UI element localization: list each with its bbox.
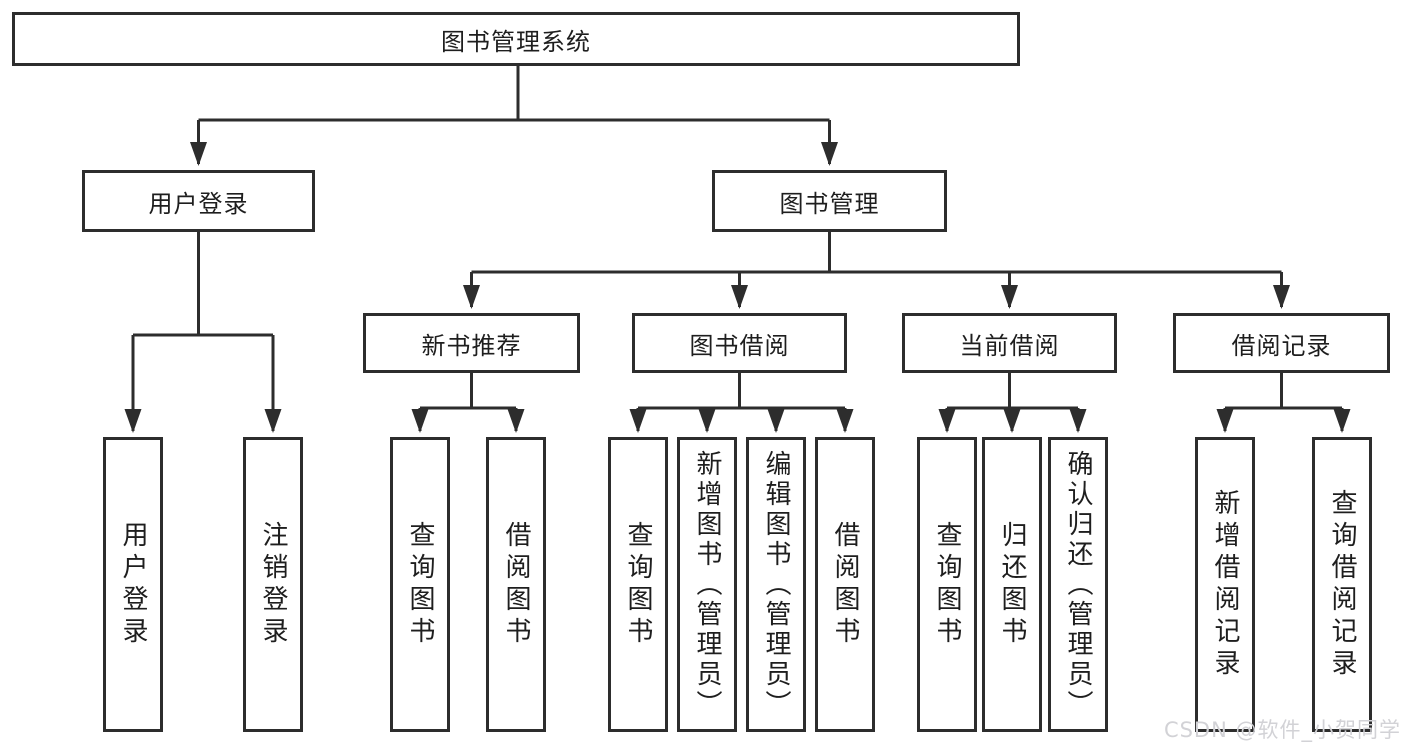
leaf-confirm-return-admin-label: 确认归还（管理员）	[1063, 449, 1093, 720]
node-root-library-management-system: 图书管理系统	[12, 12, 1020, 66]
leaf-edit-books-admin-label: 编辑图书（管理员）	[761, 449, 791, 720]
leaf-logout: 注销登录	[243, 437, 303, 732]
leaf-query-borrow-record-label: 查询借阅记录	[1327, 488, 1357, 681]
node-current-borrowing-label: 当前借阅	[959, 331, 1060, 360]
node-book-borrowing: 图书借阅	[632, 313, 847, 373]
leaf-borrow-books-label: 借阅图书	[830, 520, 860, 649]
leaf-user-login: 用户登录	[103, 437, 163, 732]
leaf-borrow-books-recommend: 借阅图书	[486, 437, 546, 732]
leaf-query-books-borrowing-label: 查询图书	[623, 520, 653, 649]
leaf-query-books-borrowing: 查询图书	[608, 437, 668, 732]
node-borrowing-records: 借阅记录	[1173, 313, 1390, 373]
leaf-query-books-recommend-label: 查询图书	[405, 520, 435, 649]
leaf-user-login-label: 用户登录	[118, 520, 148, 649]
leaf-logout-label: 注销登录	[258, 520, 288, 649]
node-new-book-recommend: 新书推荐	[363, 313, 580, 373]
leaf-query-books-current: 查询图书	[917, 437, 977, 732]
node-current-borrowing: 当前借阅	[902, 313, 1117, 373]
node-user-login-branch: 用户登录	[82, 170, 315, 232]
leaf-add-borrow-record-label: 新增借阅记录	[1210, 488, 1240, 681]
leaf-borrow-books-recommend-label: 借阅图书	[501, 520, 531, 649]
leaf-borrow-books: 借阅图书	[815, 437, 875, 732]
node-root-label: 图书管理系统	[441, 27, 591, 56]
leaf-add-books-admin: 新增图书（管理员）	[677, 437, 737, 732]
node-user-login-branch-label: 用户登录	[148, 189, 249, 218]
leaf-add-borrow-record: 新增借阅记录	[1195, 437, 1255, 732]
node-new-book-recommend-label: 新书推荐	[421, 331, 522, 360]
leaf-query-borrow-record: 查询借阅记录	[1312, 437, 1372, 732]
leaf-query-books-current-label: 查询图书	[932, 520, 962, 649]
node-book-management-branch: 图书管理	[712, 170, 947, 232]
csdn-watermark: CSDN @软件_小贺同学	[1163, 718, 1401, 742]
leaf-return-books: 归还图书	[982, 437, 1042, 732]
leaf-query-books-recommend: 查询图书	[390, 437, 450, 732]
leaf-edit-books-admin: 编辑图书（管理员）	[746, 437, 806, 732]
leaf-confirm-return-admin: 确认归还（管理员）	[1048, 437, 1108, 732]
leaf-add-books-admin-label: 新增图书（管理员）	[692, 449, 722, 720]
node-book-management-branch-label: 图书管理	[779, 189, 880, 218]
node-book-borrowing-label: 图书借阅	[689, 331, 790, 360]
node-borrowing-records-label: 借阅记录	[1231, 331, 1332, 360]
leaf-return-books-label: 归还图书	[997, 520, 1027, 649]
